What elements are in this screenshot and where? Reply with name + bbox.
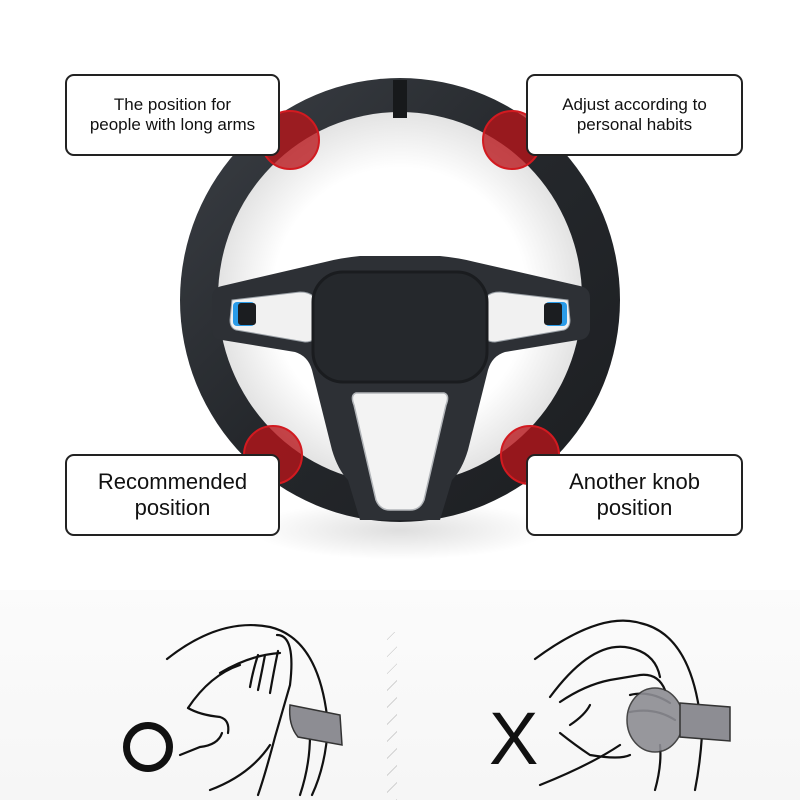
wrong-mark-icon: X (489, 697, 539, 780)
label-another-knob: Another knob position (526, 454, 743, 536)
label-long-arms: The position for people with long arms (65, 74, 280, 156)
label-line: Adjust according to (562, 94, 707, 114)
correct-mark-icon (123, 722, 173, 772)
label-line: position (596, 495, 673, 520)
label-line: position (134, 495, 211, 520)
label-recommended: Recommended position (65, 454, 280, 536)
label-line: personal habits (576, 115, 693, 134)
correct-grip-hand-icon (165, 623, 343, 797)
label-line: Another knob (569, 469, 700, 495)
steering-wheel-panel: The position for people with long arms A… (65, 74, 743, 560)
wrong-grip-hand-icon (533, 619, 731, 792)
label-personal-habits: Adjust according to personal habits (526, 74, 743, 156)
steering-wheel-icon (180, 78, 620, 522)
label-line: Recommended (97, 469, 248, 495)
label-line: The position for (113, 94, 232, 114)
dashed-divider (387, 632, 397, 800)
label-line: people with long arms (89, 115, 256, 134)
